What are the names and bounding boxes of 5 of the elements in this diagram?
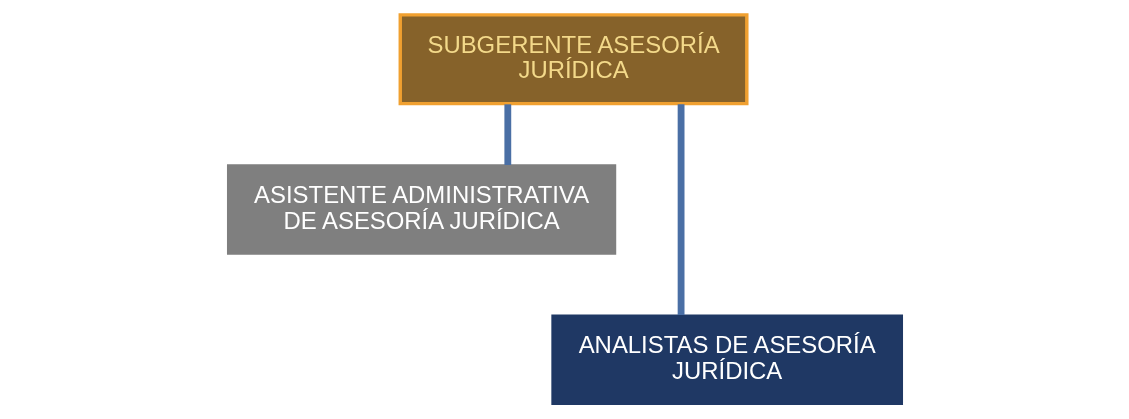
node-box: SUBGERENTE ASESORÍA JURÍDICA (398, 13, 749, 106)
connector (677, 104, 684, 315)
connector (503, 104, 511, 165)
node-box: ASISTENTE ADMINISTRATIVA DE ASESORÍA JURÍDICA (226, 164, 616, 255)
node-box: ANALISTAS DE ASESORÍA JURÍDICA (550, 314, 903, 405)
